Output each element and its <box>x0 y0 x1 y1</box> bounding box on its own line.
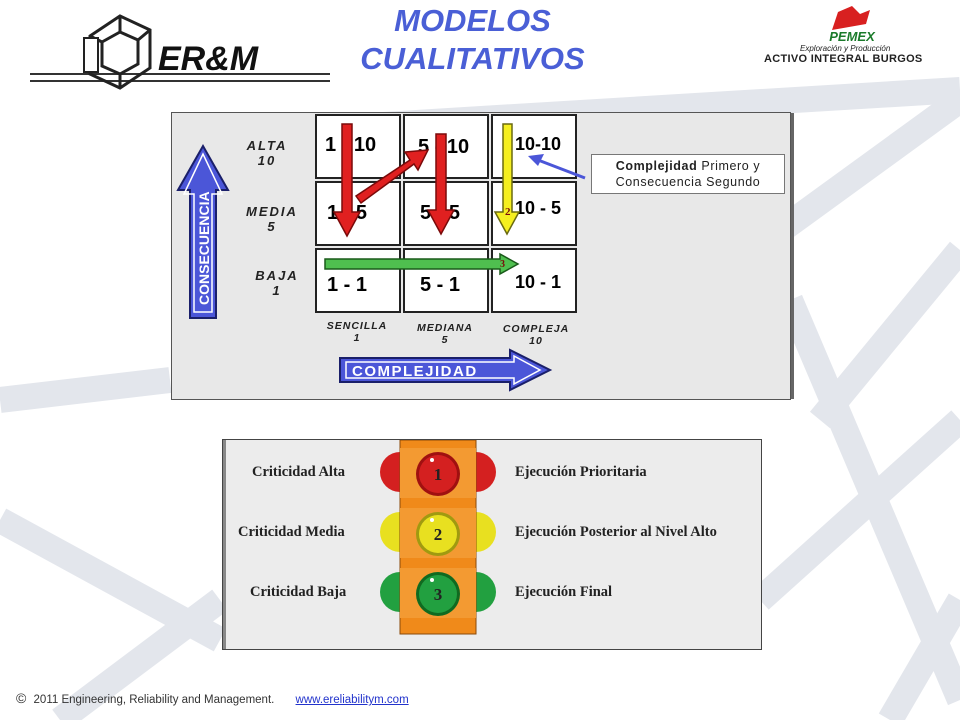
light-side-left-1 <box>380 452 400 492</box>
execution-after-high-label: Ejecución Posterior al Nivel Alto <box>515 524 717 540</box>
callout-line2: Consecuencia Segundo <box>615 175 761 189</box>
copyright-symbol: © <box>16 690 27 706</box>
criticality-low-label: Criticidad Baja <box>250 584 347 600</box>
callout-line1-rest: Primero y <box>697 159 761 173</box>
page-title-line1: MODELOS <box>394 3 551 38</box>
criticality-medium-label: Criticidad Media <box>238 524 345 540</box>
matrix-cell <box>315 114 401 179</box>
light-side-left-3 <box>380 572 400 612</box>
light-side-right-2 <box>476 512 496 552</box>
row-label-alta: ALTA 10 <box>238 138 296 168</box>
callout-bold-word: Complejidad <box>615 159 698 173</box>
lamp-shine <box>430 518 434 522</box>
panel-edge <box>791 113 794 399</box>
page-title-line2: CUALITATIVOS <box>360 41 585 76</box>
column-label-sencilla: SENCILLA 1 <box>318 320 396 344</box>
footer: © 2011 Engineering, Reliability and Mana… <box>16 690 409 706</box>
erm-logo: ER&M <box>83 14 259 90</box>
lamp-number-3: 3 <box>434 585 443 604</box>
red-down-arrow-mediana <box>426 133 456 236</box>
row-label-baja-name: BAJA <box>255 268 299 283</box>
row-label-alta-value: 10 <box>257 153 277 168</box>
lamp-shine <box>430 458 434 462</box>
panel-edge <box>223 440 226 649</box>
traffic-light: 1 2 3 <box>380 440 496 635</box>
arrow-label-3: 3 <box>500 259 505 270</box>
column-label-mediana-value: 5 <box>441 334 449 346</box>
header-rule <box>30 73 330 82</box>
criticality-high-label: Criticidad Alta <box>252 464 346 480</box>
complexity-axis-arrow-highlight <box>345 354 542 386</box>
row-label-media-value: 5 <box>267 219 277 234</box>
row-label-media: MEDIA 5 <box>242 204 302 234</box>
row-label-media-name: MEDIA <box>246 204 298 219</box>
light-side-left-2 <box>380 512 400 552</box>
light-side-right-1 <box>476 452 496 492</box>
lamp-green <box>419 575 457 613</box>
execution-final-label: Ejecución Final <box>515 584 613 600</box>
row-label-baja-value: 1 <box>272 283 282 298</box>
red-diagonal-arrow <box>354 149 430 205</box>
pemex-brand-text: PEMEX <box>829 29 876 44</box>
light-side-right-3 <box>476 572 496 612</box>
column-label-compleja-name: COMPLEJA <box>502 323 570 335</box>
column-label-mediana: MEDIANA 5 <box>406 322 484 346</box>
row-label-baja: BAJA 1 <box>248 268 306 298</box>
yellow-down-arrow <box>493 123 521 236</box>
column-label-sencilla-name: SENCILLA <box>326 320 388 332</box>
consequence-axis-arrow: CONSECUENCIA <box>176 143 230 319</box>
complexity-axis-arrow <box>339 348 553 392</box>
column-label-sencilla-value: 1 <box>353 332 361 344</box>
cell-value-10-1: 10 - 1 <box>515 272 562 292</box>
footer-copyright-text: 2011 Engineering, Reliability and Manage… <box>33 694 275 706</box>
column-label-compleja-value: 10 <box>529 335 543 347</box>
page-title: MODELOS CUALITATIVOS <box>330 2 615 78</box>
row-label-alta-name: ALTA <box>246 138 288 153</box>
red-down-arrow-sencilla <box>332 123 362 238</box>
green-right-arrow <box>324 252 520 276</box>
lamp-yellow <box>419 515 457 553</box>
cell-value-10-10: 10-10 <box>515 134 562 154</box>
cell-value-1-1: 1 - 1 <box>327 274 368 296</box>
pemex-unit-name: ACTIVO INTEGRAL BURGOS <box>764 53 923 65</box>
callout-pointer-head <box>528 154 544 166</box>
callout-pointer-line <box>537 158 586 180</box>
erm-logo-text: ER&M <box>158 40 259 78</box>
complexity-axis-title: COMPLEJIDAD <box>352 363 478 380</box>
pemex-subtitle: Exploración y Producción <box>800 44 891 53</box>
pemex-logo: PEMEX <box>824 6 880 44</box>
footer-website-link[interactable]: www.ereliabilitym.com <box>295 694 409 706</box>
lamp-red <box>419 455 457 493</box>
lamp-number-2: 2 <box>434 525 443 544</box>
cell-value-5-1: 5 - 1 <box>420 274 461 296</box>
consequence-axis-title: CONSECUENCIA <box>196 191 212 305</box>
lamp-shine <box>430 578 434 582</box>
order-callout-box: Complejidad Primero y Consecuencia Segun… <box>591 154 785 194</box>
cell-value-10-5: 10 - 5 <box>515 198 562 218</box>
arrow-label-2: 2 <box>505 206 511 218</box>
column-label-compleja: COMPLEJA 10 <box>494 323 578 347</box>
lamp-number-1: 1 <box>434 465 443 484</box>
execution-priority-label: Ejecución Prioritaria <box>515 464 647 480</box>
column-label-mediana-name: MEDIANA <box>417 322 473 334</box>
